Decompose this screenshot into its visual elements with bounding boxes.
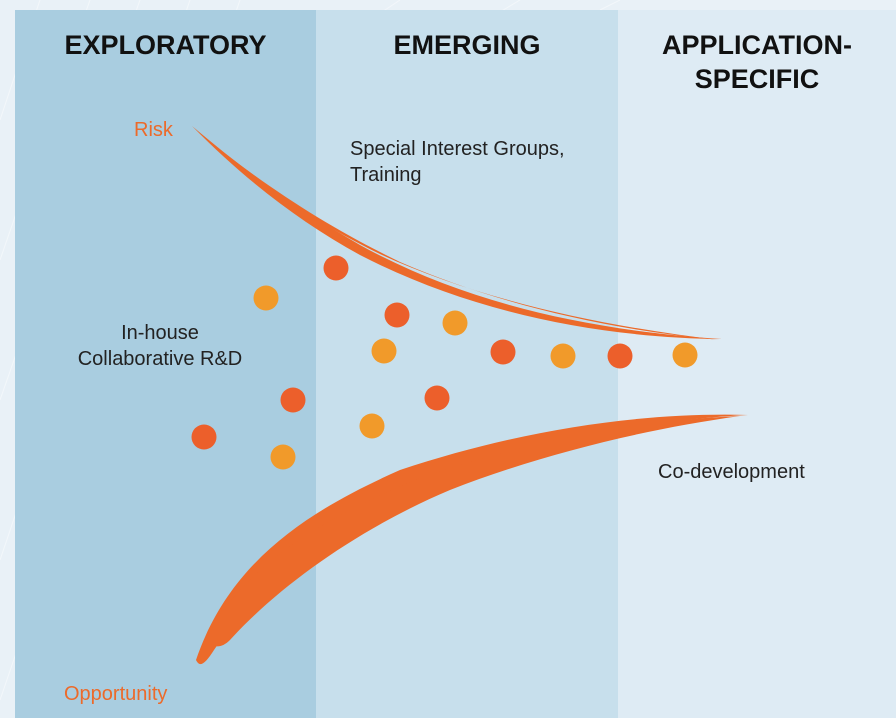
dot-red: [191, 424, 217, 450]
dot-red: [384, 302, 410, 328]
dot-amber: [442, 310, 468, 336]
in-house-label: In-house Collaborative R&D: [77, 322, 243, 370]
dot-red: [607, 343, 633, 369]
dot-amber: [550, 343, 576, 369]
dot-amber: [371, 338, 397, 364]
column-application-specific: APPLICATION- SPECIFIC: [618, 10, 896, 718]
special-interest-label: Special Interest Groups, Training: [350, 138, 565, 186]
dot-red: [490, 339, 516, 365]
dot-red: [323, 255, 349, 281]
dot-amber: [672, 342, 698, 368]
dot-cluster: [191, 255, 698, 470]
dot-amber: [359, 413, 385, 439]
risk-label: Risk: [134, 119, 173, 141]
dot-amber: [270, 444, 296, 470]
column-title-application-specific: APPLICATION- SPECIFIC: [662, 30, 852, 94]
dot-red: [280, 387, 306, 413]
column-title-exploratory: EXPLORATORY: [64, 30, 267, 60]
column-title-emerging: EMERGING: [393, 30, 541, 60]
co-development-label: Co-development: [658, 461, 805, 483]
opportunity-stroke-inner: [206, 416, 740, 647]
opportunity-label: Opportunity: [64, 683, 168, 705]
dot-amber: [253, 285, 279, 311]
dot-red: [424, 385, 450, 411]
